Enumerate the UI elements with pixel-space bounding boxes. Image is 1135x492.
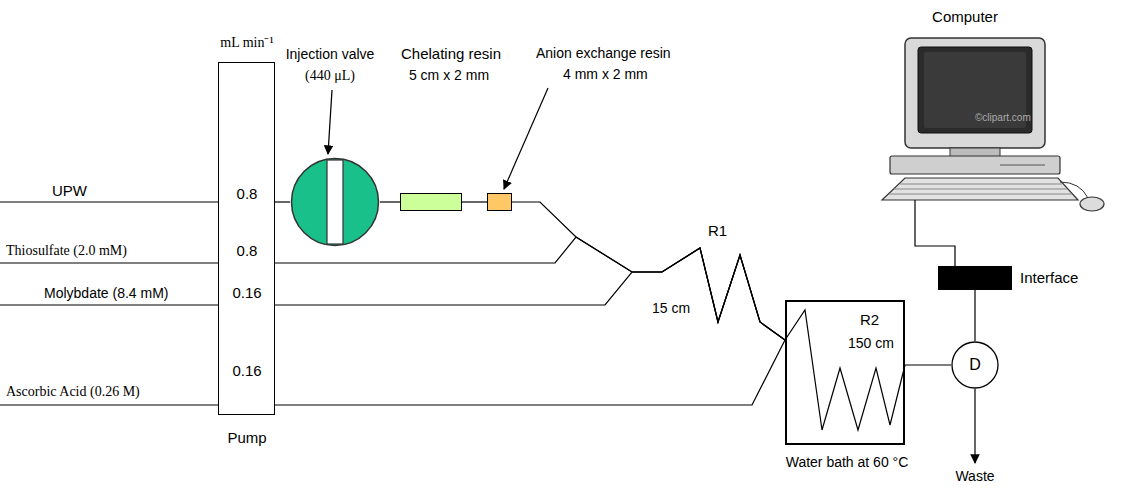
inlet-line xyxy=(0,201,218,202)
computer-illustration xyxy=(882,38,1104,211)
column-dimension: 5 cm x 2 mm xyxy=(409,67,489,83)
injection-valve: Injection valve(440 μL) xyxy=(290,157,380,247)
stream-label: UPW xyxy=(52,182,87,199)
column-label: Anion exchange resin xyxy=(536,45,671,61)
pump-label: Pump xyxy=(227,429,266,446)
valve-label: Injection valve xyxy=(286,46,375,62)
detector: D xyxy=(951,341,999,389)
leader-arrow xyxy=(328,90,332,154)
coil-label: R1 xyxy=(708,222,727,239)
flow-line xyxy=(275,201,290,202)
flow-line xyxy=(380,201,400,202)
column-label: Chelating resin xyxy=(401,45,501,62)
reagent-label: Ascorbic Acid (0.26 M) xyxy=(6,384,140,400)
column-dimension: 4 mm x 2 mm xyxy=(563,66,648,82)
valve-symbol xyxy=(290,157,380,247)
flow-line xyxy=(512,202,785,340)
computer-label: Computer xyxy=(932,8,998,25)
inlet-line xyxy=(0,304,218,305)
bath-label: Water bath at 60 °C xyxy=(786,454,909,470)
pump-box: mL min⁻¹0.80.80.160.16Pump xyxy=(218,62,275,415)
flow-rate: 0.16 xyxy=(232,284,261,301)
flow-line xyxy=(275,340,785,405)
inlet-line xyxy=(0,262,218,263)
interface-label: Interface xyxy=(1020,269,1078,286)
water-bath: R2150 cmWater bath at 60 °C xyxy=(785,300,905,445)
flow-line xyxy=(275,248,785,340)
coil-length: 15 cm xyxy=(652,300,690,316)
flow-line xyxy=(462,201,487,202)
flow-rate: 0.8 xyxy=(237,242,258,259)
waste-label: Waste xyxy=(955,468,994,484)
anion-column: Anion exchange resin4 mm x 2 mm xyxy=(487,193,512,211)
flow-line xyxy=(905,364,951,365)
detector-label: D xyxy=(969,356,981,374)
coil-label: R2 xyxy=(860,311,879,328)
watermark: ©clipart.com xyxy=(975,112,1031,124)
coil-length: 150 cm xyxy=(848,335,894,351)
flow-line xyxy=(275,237,785,340)
flow-line xyxy=(974,290,975,341)
leader-arrow xyxy=(504,88,548,189)
reagent-label: Thiosulfate (2.0 mM) xyxy=(6,243,127,259)
flow-rate: 0.16 xyxy=(232,362,261,379)
inlet-line xyxy=(0,404,218,405)
reagent-label: Molybdate (8.4 mM) xyxy=(44,285,168,301)
flow-line xyxy=(915,200,955,266)
reaction-coil xyxy=(785,310,905,430)
unit-label: mL min⁻¹ xyxy=(220,35,273,51)
chelating-column: Chelating resin5 cm x 2 mm xyxy=(400,193,462,211)
valve-volume: (440 μL) xyxy=(305,68,355,84)
waste-arrow xyxy=(974,389,975,463)
flow-rate: 0.8 xyxy=(237,185,258,202)
interface-box: Interface xyxy=(938,266,1012,290)
